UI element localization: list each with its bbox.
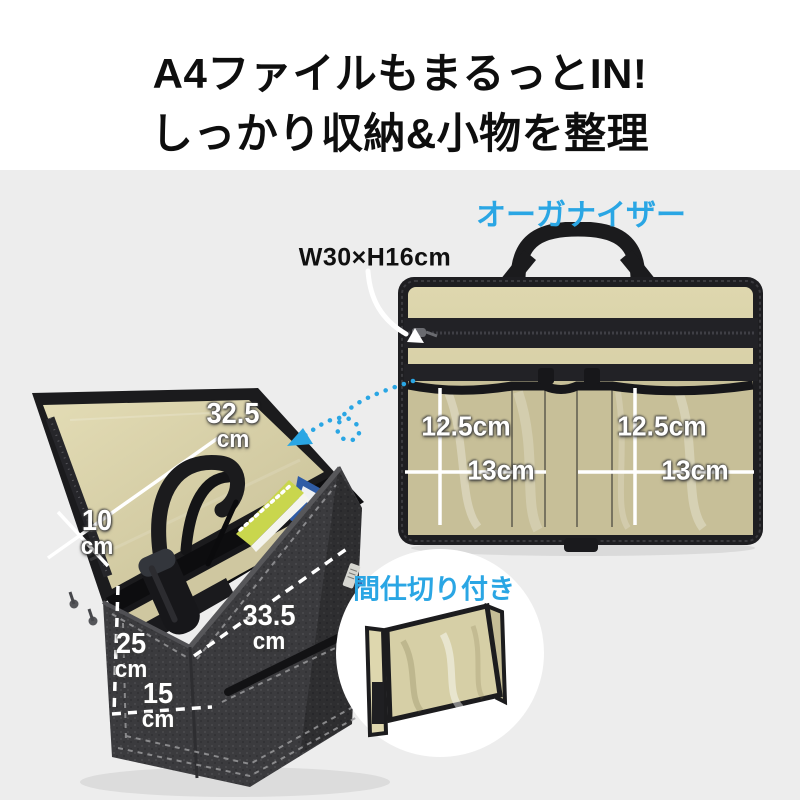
front-slit-pocket xyxy=(224,632,346,696)
bag-body xyxy=(102,466,371,787)
organizer-clear-pockets xyxy=(407,368,754,552)
bag-depth-label: 15 cm xyxy=(141,677,175,733)
page-title-line1: A4ファイルもまるっとIN! xyxy=(152,50,648,97)
bag-height-line xyxy=(112,585,120,715)
bag-height-label: 25 cm xyxy=(114,627,148,683)
organizer-callout-label: オーガナイザー xyxy=(476,199,686,232)
bag-depth-line xyxy=(111,705,213,716)
felt-stitching xyxy=(111,484,371,778)
organizer-photo xyxy=(398,222,763,556)
right-pocket-height-label: 12.5cm xyxy=(617,410,707,442)
page-title-line2: しっかり収納&小物を整理 xyxy=(150,110,650,157)
velcro-strip xyxy=(372,682,384,724)
divider-callout-label: 間仕切り付き xyxy=(353,574,515,605)
organizer-size-label: W30×H16cm xyxy=(298,243,452,272)
divider-panel xyxy=(364,602,508,738)
bag-handle xyxy=(151,454,245,560)
bottle xyxy=(138,548,200,635)
organizer-handle xyxy=(500,222,656,282)
pen xyxy=(205,499,239,567)
organizer-zipper xyxy=(404,318,758,348)
bag-width-label: 33.5 cm xyxy=(242,599,296,655)
brand-tag xyxy=(342,563,361,589)
lid-width-label: 32.5 cm xyxy=(206,397,260,453)
right-pocket-width-label: 13cm xyxy=(661,454,729,486)
bag-measure-lines xyxy=(111,546,350,716)
left-pocket-height-label: 12.5cm xyxy=(421,410,511,442)
bag-photo xyxy=(32,388,390,797)
left-pocket-width-label: 13cm xyxy=(467,454,535,486)
pocket-measure-lines xyxy=(405,388,754,525)
lid-pocket-line xyxy=(56,510,110,568)
spiral-notebook xyxy=(236,480,304,546)
lid-pocket-height-label: 10 cm xyxy=(80,504,114,560)
lid-width-line xyxy=(46,436,220,560)
divider-photo xyxy=(364,602,508,738)
